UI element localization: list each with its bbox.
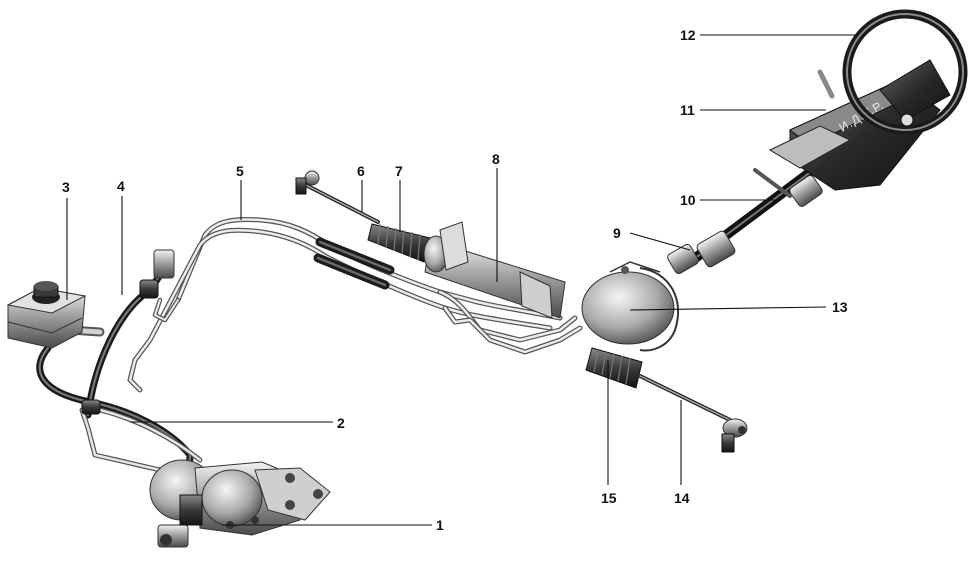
callout-9: 9 xyxy=(613,225,621,241)
steering-rack xyxy=(295,170,748,453)
callout-3: 3 xyxy=(62,179,70,195)
callout-labels: 1 2 3 4 5 6 7 8 9 10 11 12 13 14 15 xyxy=(62,27,848,533)
power-steering-pump xyxy=(149,459,331,548)
callout-6: 6 xyxy=(357,163,365,179)
callout-5: 5 xyxy=(236,163,244,179)
left-boot xyxy=(367,223,431,263)
callout-7: 7 xyxy=(395,163,403,179)
callout-14: 14 xyxy=(674,490,690,506)
hose-bracket xyxy=(81,249,175,415)
callout-12: 12 xyxy=(680,27,696,43)
callout-15: 15 xyxy=(601,490,617,506)
hydraulic-lines xyxy=(36,217,583,504)
callout-11: 11 xyxy=(680,102,695,118)
callout-1: 1 xyxy=(436,517,444,533)
callout-10: 10 xyxy=(680,192,696,208)
callout-8: 8 xyxy=(492,151,500,167)
callout-13: 13 xyxy=(832,299,848,315)
gear-housing xyxy=(581,261,680,352)
right-boot xyxy=(585,347,643,389)
callout-4: 4 xyxy=(117,178,125,194)
steering-wheel xyxy=(842,9,968,135)
reservoir xyxy=(6,281,87,349)
leader-lines xyxy=(66,34,858,526)
callout-2: 2 xyxy=(337,415,345,431)
